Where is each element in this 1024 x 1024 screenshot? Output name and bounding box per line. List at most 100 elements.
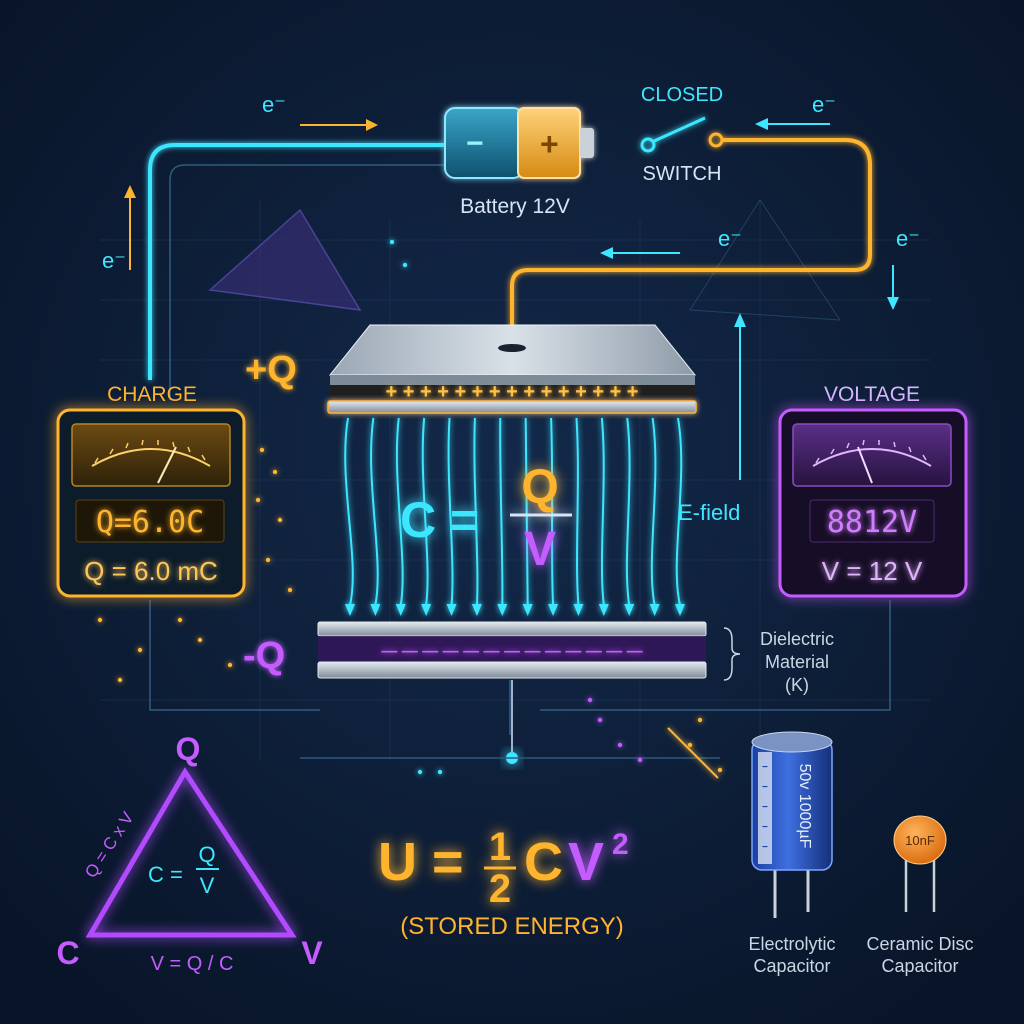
energy-formula: U = 1 2 C V 2 <box>378 825 629 911</box>
energy-exponent: 2 <box>612 828 629 861</box>
sparkle <box>137 647 143 653</box>
efield-arrowhead <box>345 604 355 616</box>
formula-c-den: V <box>524 523 556 576</box>
sparkle <box>587 697 593 703</box>
charge-meter <box>56 408 246 598</box>
efield-line <box>650 417 657 606</box>
triangle-vertex-q: Q <box>176 731 201 767</box>
capacitance-formula: C = Q V <box>400 461 572 576</box>
efield-line <box>675 417 683 606</box>
energy-c: C <box>524 832 563 892</box>
dielectric-label-line2: Material <box>765 652 829 672</box>
efield-arrowhead <box>624 604 635 616</box>
electron-labels: e⁻ e⁻ e⁻ e⁻ e⁻ <box>102 92 920 273</box>
capacitor-top-plate <box>327 324 697 414</box>
efield-line <box>421 417 429 606</box>
guide-lines <box>149 164 891 735</box>
sparkle <box>197 637 203 643</box>
efield-arrowhead <box>675 604 685 616</box>
spark-streak <box>667 727 719 779</box>
sparkle <box>597 717 603 723</box>
sparkle <box>265 557 271 563</box>
efield-arrowhead <box>446 604 457 616</box>
sparkle-particles <box>97 239 723 779</box>
electrolytic-capacitor: −−−−− <box>751 731 833 918</box>
voltage-meter-reading: V = 12 V <box>822 556 923 586</box>
sparkle <box>272 469 278 475</box>
efield-line <box>395 417 404 606</box>
efield-line <box>344 417 354 606</box>
triangle-center-lhs: C = <box>148 862 183 887</box>
triangle-vertex-c: C <box>56 935 79 971</box>
svg-text:−: − <box>762 762 768 773</box>
efield-arrowhead <box>649 604 660 616</box>
electrolytic-label-line2: Capacitor <box>753 956 830 976</box>
electrolytic-label-line1: Electrolytic <box>748 934 835 954</box>
dielectric-label-line3: (K) <box>785 675 809 695</box>
formula-triangle <box>85 767 297 938</box>
ceramic-marking: 10nF <box>905 833 935 848</box>
sparkle <box>389 239 395 245</box>
efield-arrowhead <box>548 604 559 616</box>
voltage-meter-display: 8812V <box>827 505 917 540</box>
sparkle <box>697 717 703 723</box>
switch-label: SWITCH <box>643 163 722 185</box>
bottom-charge-label: -Q <box>243 635 285 677</box>
wire-orange <box>510 138 872 345</box>
energy-u-lhs: U = <box>378 832 464 892</box>
triangle-center-den: V <box>200 873 215 898</box>
efield-arrowhead <box>395 604 406 616</box>
dielectric-brace <box>723 627 741 681</box>
electron-label-top-left: e⁻ <box>262 92 286 117</box>
plate-minus-signs: — — — — — — — — — — — — — <box>381 643 642 660</box>
ceramic-label-line2: Capacitor <box>881 956 958 976</box>
efield-line <box>370 417 379 606</box>
efield-arrowhead <box>598 604 609 616</box>
energy-caption: (STORED ENERGY) <box>400 913 624 940</box>
electron-label-mid: e⁻ <box>718 226 742 251</box>
sparkle <box>687 742 693 748</box>
electron-label-left: e⁻ <box>102 248 126 273</box>
energy-half-den: 2 <box>489 867 511 911</box>
efield-arrowhead <box>522 604 533 616</box>
efield-line <box>625 417 631 606</box>
dielectric-label-line1: Dielectric <box>760 629 834 649</box>
sparkle <box>259 447 265 453</box>
formula-c-lhs: C = <box>400 492 479 548</box>
charge-meter-reading: Q = 6.0 mC <box>84 556 218 586</box>
decor-prism <box>208 199 841 321</box>
efield-line <box>550 417 555 606</box>
efield-arrowhead <box>471 604 482 616</box>
efield-line <box>447 417 454 606</box>
battery-minus-icon: − <box>466 127 484 160</box>
svg-text:−: − <box>762 802 768 813</box>
battery <box>444 107 594 179</box>
sparkle <box>255 497 261 503</box>
efield-label: E-field <box>678 500 740 525</box>
svg-text:−: − <box>762 782 768 793</box>
sparkle <box>287 587 293 593</box>
electron-arrows <box>124 118 899 480</box>
energy-v: V <box>568 832 604 892</box>
switch-state-label: CLOSED <box>641 84 723 106</box>
sparkle <box>117 677 123 683</box>
top-charge-label: +Q <box>245 349 297 391</box>
sparkle <box>437 769 443 775</box>
electron-label-right: e⁻ <box>896 226 920 251</box>
efield-line <box>600 417 605 606</box>
efield-arrowhead <box>421 604 432 616</box>
efield-lines <box>344 417 685 616</box>
battery-plus-icon: + <box>540 126 559 162</box>
voltage-meter-title: VOLTAGE <box>824 383 920 406</box>
electrolytic-marking: 50v 1000µF <box>796 764 813 849</box>
voltage-meter <box>778 408 968 598</box>
battery-label: Battery 12V <box>460 195 570 218</box>
sparkle <box>617 742 623 748</box>
sparkle <box>717 767 723 773</box>
triangle-center-num: Q <box>198 842 215 867</box>
ceramic-capacitor <box>893 815 947 912</box>
electron-label-top-right: e⁻ <box>812 92 836 117</box>
sparkle <box>227 662 233 668</box>
wire-left-cyan <box>148 143 445 380</box>
